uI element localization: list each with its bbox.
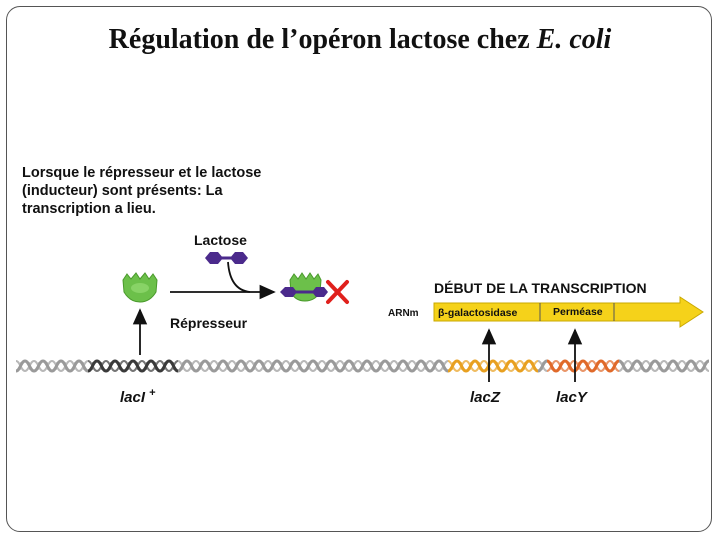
lactose-label: Lactose — [194, 232, 247, 248]
lacy-label: lacY — [556, 389, 589, 406]
laci-label: lacI+ — [120, 387, 156, 406]
permease-label: Perméase — [553, 306, 603, 318]
lactose-molecule-icon — [205, 252, 248, 264]
blocked-x-icon — [328, 282, 347, 302]
beta-galactosidase-label: β-galactosidase — [438, 307, 518, 319]
mrna-label: ARNm — [388, 308, 419, 319]
lactose-entry-curve — [228, 262, 250, 292]
repressor-label: Répresseur — [170, 315, 248, 331]
lacz-label: lacZ — [470, 389, 501, 406]
dna-helix — [16, 361, 709, 371]
repressor-protein-icon — [123, 273, 157, 302]
transcription-start-label: DÉBUT DE LA TRANSCRIPTION — [434, 280, 647, 296]
repressor-lactose-complex-icon — [280, 273, 328, 301]
